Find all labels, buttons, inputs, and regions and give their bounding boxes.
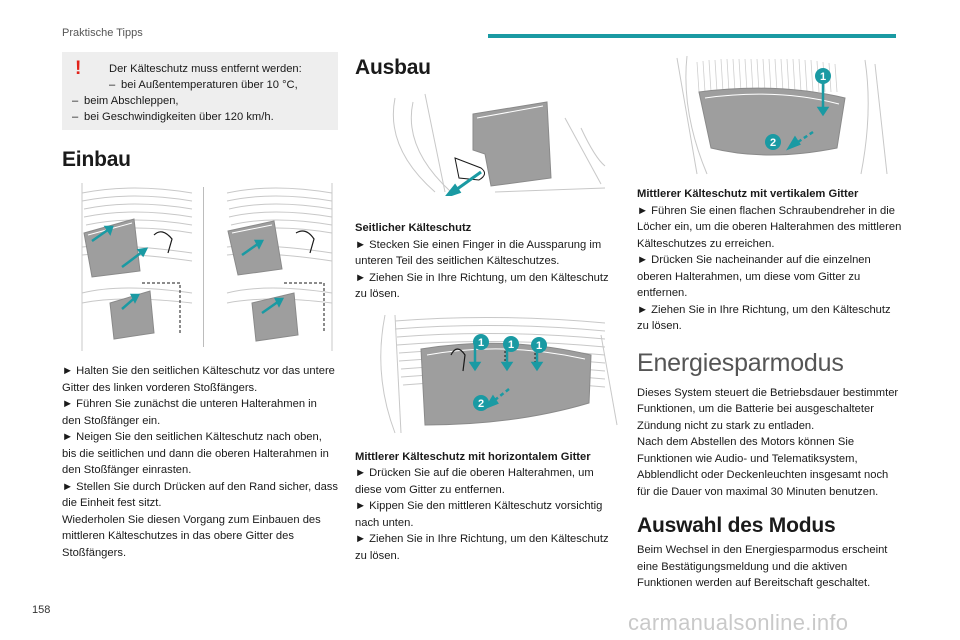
page-number: 158	[32, 604, 51, 616]
seitlich-section: Seitlicher Kälteschutz ► Stecken Sie ein…	[355, 220, 618, 303]
seitlich-title: Seitlicher Kälteschutz	[355, 222, 472, 234]
vertical-grille-removal-illustration: 1 2	[676, 55, 888, 175]
callout-label: 2	[478, 398, 484, 410]
vertikal-step: ► Führen Sie einen flachen Schraubendreh…	[637, 204, 902, 250]
horizontal-grille-removal-illustration: 1 1 1 2	[380, 314, 618, 433]
callout-marker	[815, 68, 831, 84]
energiespar-paragraph: Dieses System steuert die Betriebsdauer …	[637, 386, 899, 432]
callout-label: 2	[770, 137, 776, 149]
horizontal-step: ► Kippen Sie den mittleren Kälteschutz v…	[355, 500, 603, 529]
auswahl-heading: Auswahl des Modus	[637, 514, 836, 537]
energiespar-heading: Energiesparmodus	[637, 348, 844, 377]
section-header: Praktische Tipps	[62, 27, 143, 39]
horizontal-grille-illustration: 1 1 1 2	[355, 314, 618, 435]
callout-label: 1	[508, 339, 514, 351]
auswahl-text: Beim Wechsel in den Energiesparmodus ers…	[637, 544, 888, 589]
einbau-steps: ► Halten Sie den seitlichen Kälteschutz …	[62, 363, 338, 561]
warning-item: –beim Abschleppen,	[72, 95, 179, 107]
seitlich-step: ► Stecken Sie einen Finger in die Ausspa…	[355, 238, 602, 268]
einbau-step: ► Halten Sie den seitlichen Kälteschutz …	[62, 365, 335, 394]
callout-marker	[765, 134, 781, 150]
einbau-step: ► Führen Sie zunächst die unteren Halter…	[62, 398, 317, 427]
einbau-note: Wiederholen Sie diesen Vorgang zum Einba…	[62, 513, 321, 559]
seitlich-step: ► Ziehen Sie in Ihre Richtung, um den Kä…	[355, 271, 609, 301]
callout-label: 1	[478, 337, 484, 349]
vertical-grille-illustration: 1 2	[637, 52, 904, 178]
warning-item: –bei Geschwindigkeiten über 120 km/h.	[72, 111, 274, 123]
auswahl-body: Beim Wechsel in den Energiesparmodus ers…	[637, 542, 904, 592]
callout-markers	[473, 333, 547, 411]
einbau-heading: Einbau	[62, 148, 131, 171]
bumper-install-illustration	[81, 183, 333, 351]
vertikal-step: ► Drücken Sie nacheinander auf die einze…	[637, 254, 871, 299]
vertikal-title: Mittlerer Kälteschutz mit vertikalem Git…	[637, 188, 859, 200]
horizontal-section: Mittlerer Kälteschutz mit horizontalem G…	[355, 449, 618, 565]
energiespar-paragraph: Nach dem Abstellen des Motors können Sie…	[637, 436, 889, 498]
einbau-step: ► Neigen Sie den seitlichen Kälteschutz …	[62, 431, 329, 476]
side-cover-removal-illustration	[392, 93, 606, 196]
warning-box: ! Der Kälteschutz muss entfernt werden: …	[62, 52, 338, 130]
column-middle: Ausbau Seitlicher Kälteschutz ► Stecken …	[355, 52, 618, 564]
header-accent-bar	[488, 34, 896, 38]
horizontal-step: ► Drücken Sie auf die oberen Halterahmen…	[355, 467, 594, 496]
column-right: 1 2 Mittlerer Kälteschutz mit vertikalem…	[637, 52, 904, 592]
column-left: ! Der Kälteschutz muss entfernt werden: …	[62, 52, 338, 561]
einbau-illustration	[62, 183, 338, 351]
horizontal-step: ► Ziehen Sie in Ihre Richtung, um den Kä…	[355, 533, 609, 562]
ausbau-heading: Ausbau	[355, 56, 431, 79]
vertikal-section: Mittlerer Kälteschutz mit vertikalem Git…	[637, 186, 904, 335]
callout-label: 1	[820, 71, 826, 83]
warning-icon: !	[75, 58, 82, 79]
callout-label: 1	[536, 340, 542, 352]
horizontal-title: Mittlerer Kälteschutz mit horizontalem G…	[355, 450, 591, 463]
warning-intro: Der Kälteschutz muss entfernt werden:	[109, 63, 302, 75]
side-cover-illustration	[355, 88, 618, 196]
vertikal-step: ► Ziehen Sie in Ihre Richtung, um den Kä…	[637, 303, 891, 333]
warning-item: –bei Außentemperaturen über 10 °C,	[109, 79, 298, 91]
einbau-step: ► Stellen Sie durch Drücken auf den Rand…	[62, 480, 338, 510]
energiespar-body: Dieses System steuert die Betriebsdauer …	[637, 385, 904, 501]
watermark: carmanualsonline.info	[628, 610, 849, 635]
figure-divider	[203, 187, 204, 347]
